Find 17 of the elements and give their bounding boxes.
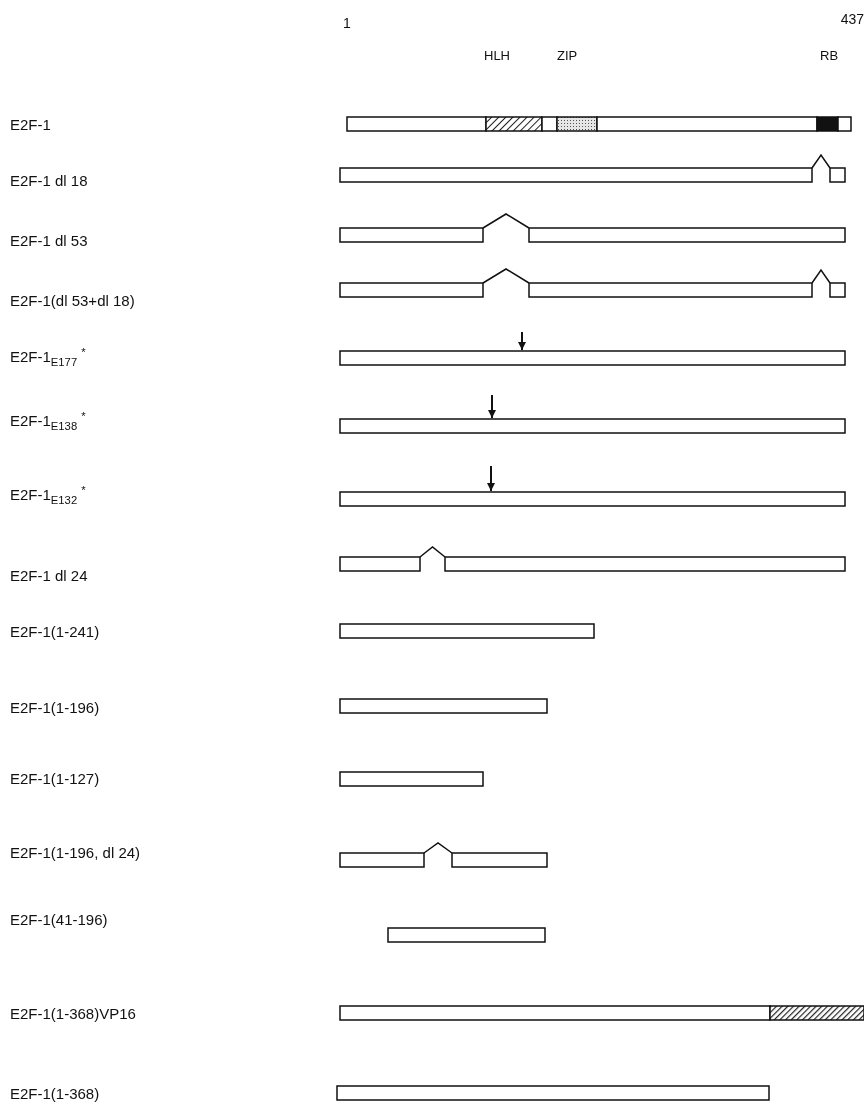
domain-label: ZIP [557, 49, 578, 62]
construct-label: E2F-1 [10, 117, 51, 132]
construct-label: E2F-1(1-127) [10, 771, 100, 786]
construct-label: E2F-1(1-196) [10, 700, 100, 715]
domain-label: HLH [484, 49, 510, 62]
construct-label: E2F-1(41-196) [10, 912, 108, 927]
residue-number: 1 [343, 16, 351, 30]
domain-label: RB [820, 49, 839, 62]
construct-label: E2F-1(1-368) [10, 1086, 100, 1101]
construct-label: E2F-1 dl 24 [10, 568, 88, 583]
construct-label: E2F-1 dl 18 [10, 173, 88, 188]
construct-label: E2F-1(1-368)VP16 [10, 1006, 136, 1021]
residue-number: 437 [840, 12, 864, 26]
construct-label: E2F-1 dl 53 [10, 233, 88, 248]
construct-label: E2F-1(1-241) [10, 624, 100, 639]
construct-label: E2F-1(1-196, dl 24) [10, 845, 141, 860]
construct-label: E2F-1(dl 53+dl 18) [10, 293, 135, 308]
